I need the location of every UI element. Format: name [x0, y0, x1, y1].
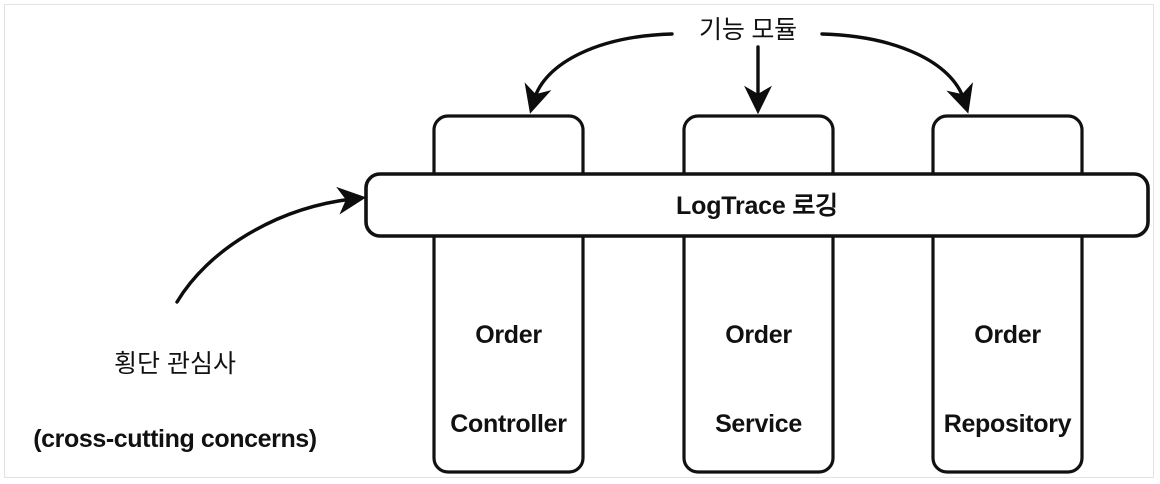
module-label-line2: Controller [450, 409, 567, 438]
cross-cutting-annotation-korean: 횡단 관심사 [114, 349, 236, 378]
module-label-order-controller: Order Controller [434, 262, 583, 484]
arrow-to-cross-cutting-bar [175, 186, 367, 304]
module-label-line2: Repository [943, 409, 1072, 438]
module-label-order-repository: Order Repository [923, 262, 1092, 484]
module-label-line1: Order [475, 321, 542, 349]
cross-cutting-annotation: 횡단 관심사 (cross-cutting concerns) [10, 312, 340, 484]
module-label-line1: Order [725, 321, 792, 349]
module-label-line2: Service [715, 409, 802, 438]
arrow-to-order-repository [820, 32, 973, 114]
functional-modules-label: 기능 모듈 [699, 16, 797, 44]
module-label-line1: Order [974, 321, 1041, 349]
cross-cutting-bar-label: LogTrace 로깅 [676, 192, 838, 220]
arrow-to-order-controller [524, 32, 674, 114]
cross-cutting-annotation-english: (cross-cutting concerns) [33, 425, 317, 453]
module-label-order-service: Order Service [684, 262, 833, 484]
